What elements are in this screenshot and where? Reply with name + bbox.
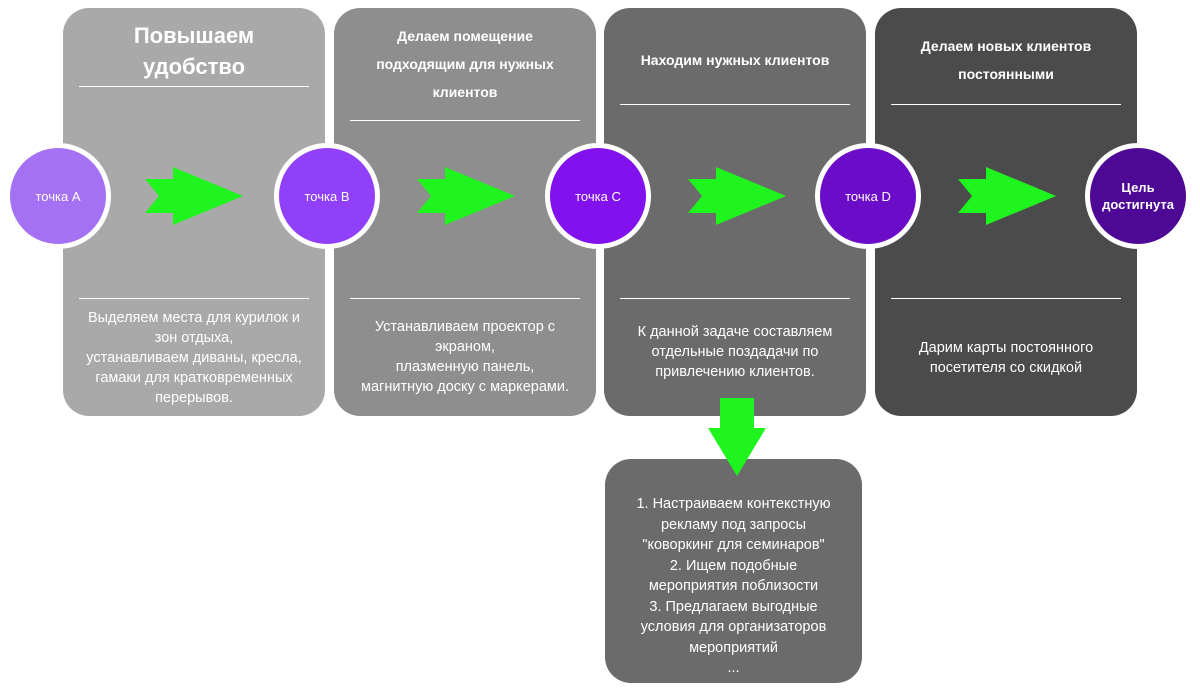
arrow-down-icon bbox=[708, 398, 766, 476]
divider bbox=[350, 120, 580, 121]
stage-title: Повышаем удобство bbox=[133, 23, 255, 79]
stage-description: Дарим карты постоянного посетителя со ск… bbox=[918, 340, 1094, 376]
divider bbox=[350, 298, 580, 299]
stage-title: Делаем помещение подходящим для нужных к… bbox=[376, 28, 554, 100]
point-d: точка D bbox=[815, 143, 921, 249]
stage-title: Делаем новых клиентов постоянными bbox=[920, 38, 1092, 82]
divider bbox=[620, 104, 850, 105]
stage-description: К данной задаче составляем отдельные поз… bbox=[637, 324, 833, 380]
goal-reached: Цель достигнута bbox=[1085, 143, 1191, 249]
stage-title: Находим нужных клиентов bbox=[640, 52, 830, 68]
point-a: точка А bbox=[5, 143, 111, 249]
stage-description: Устанавливаем проектор с экраном, плазме… bbox=[361, 319, 569, 395]
subtasks-panel: 1. Настраиваем контекстную рекламу под з… bbox=[605, 459, 862, 683]
point-c: точка С bbox=[545, 143, 651, 249]
divider bbox=[620, 298, 850, 299]
stage-description: Выделяем места для курилок и зон отдыха,… bbox=[86, 310, 302, 406]
arrow-right-icon bbox=[688, 167, 786, 225]
divider bbox=[891, 298, 1121, 299]
divider bbox=[891, 104, 1121, 105]
arrow-right-icon bbox=[417, 167, 515, 225]
point-b: точка В bbox=[274, 143, 380, 249]
arrow-right-icon bbox=[145, 167, 243, 225]
divider bbox=[79, 298, 309, 299]
subtasks-text: 1. Настраиваем контекстную рекламу под з… bbox=[636, 496, 831, 676]
arrow-right-icon bbox=[958, 167, 1056, 225]
divider bbox=[79, 86, 309, 87]
